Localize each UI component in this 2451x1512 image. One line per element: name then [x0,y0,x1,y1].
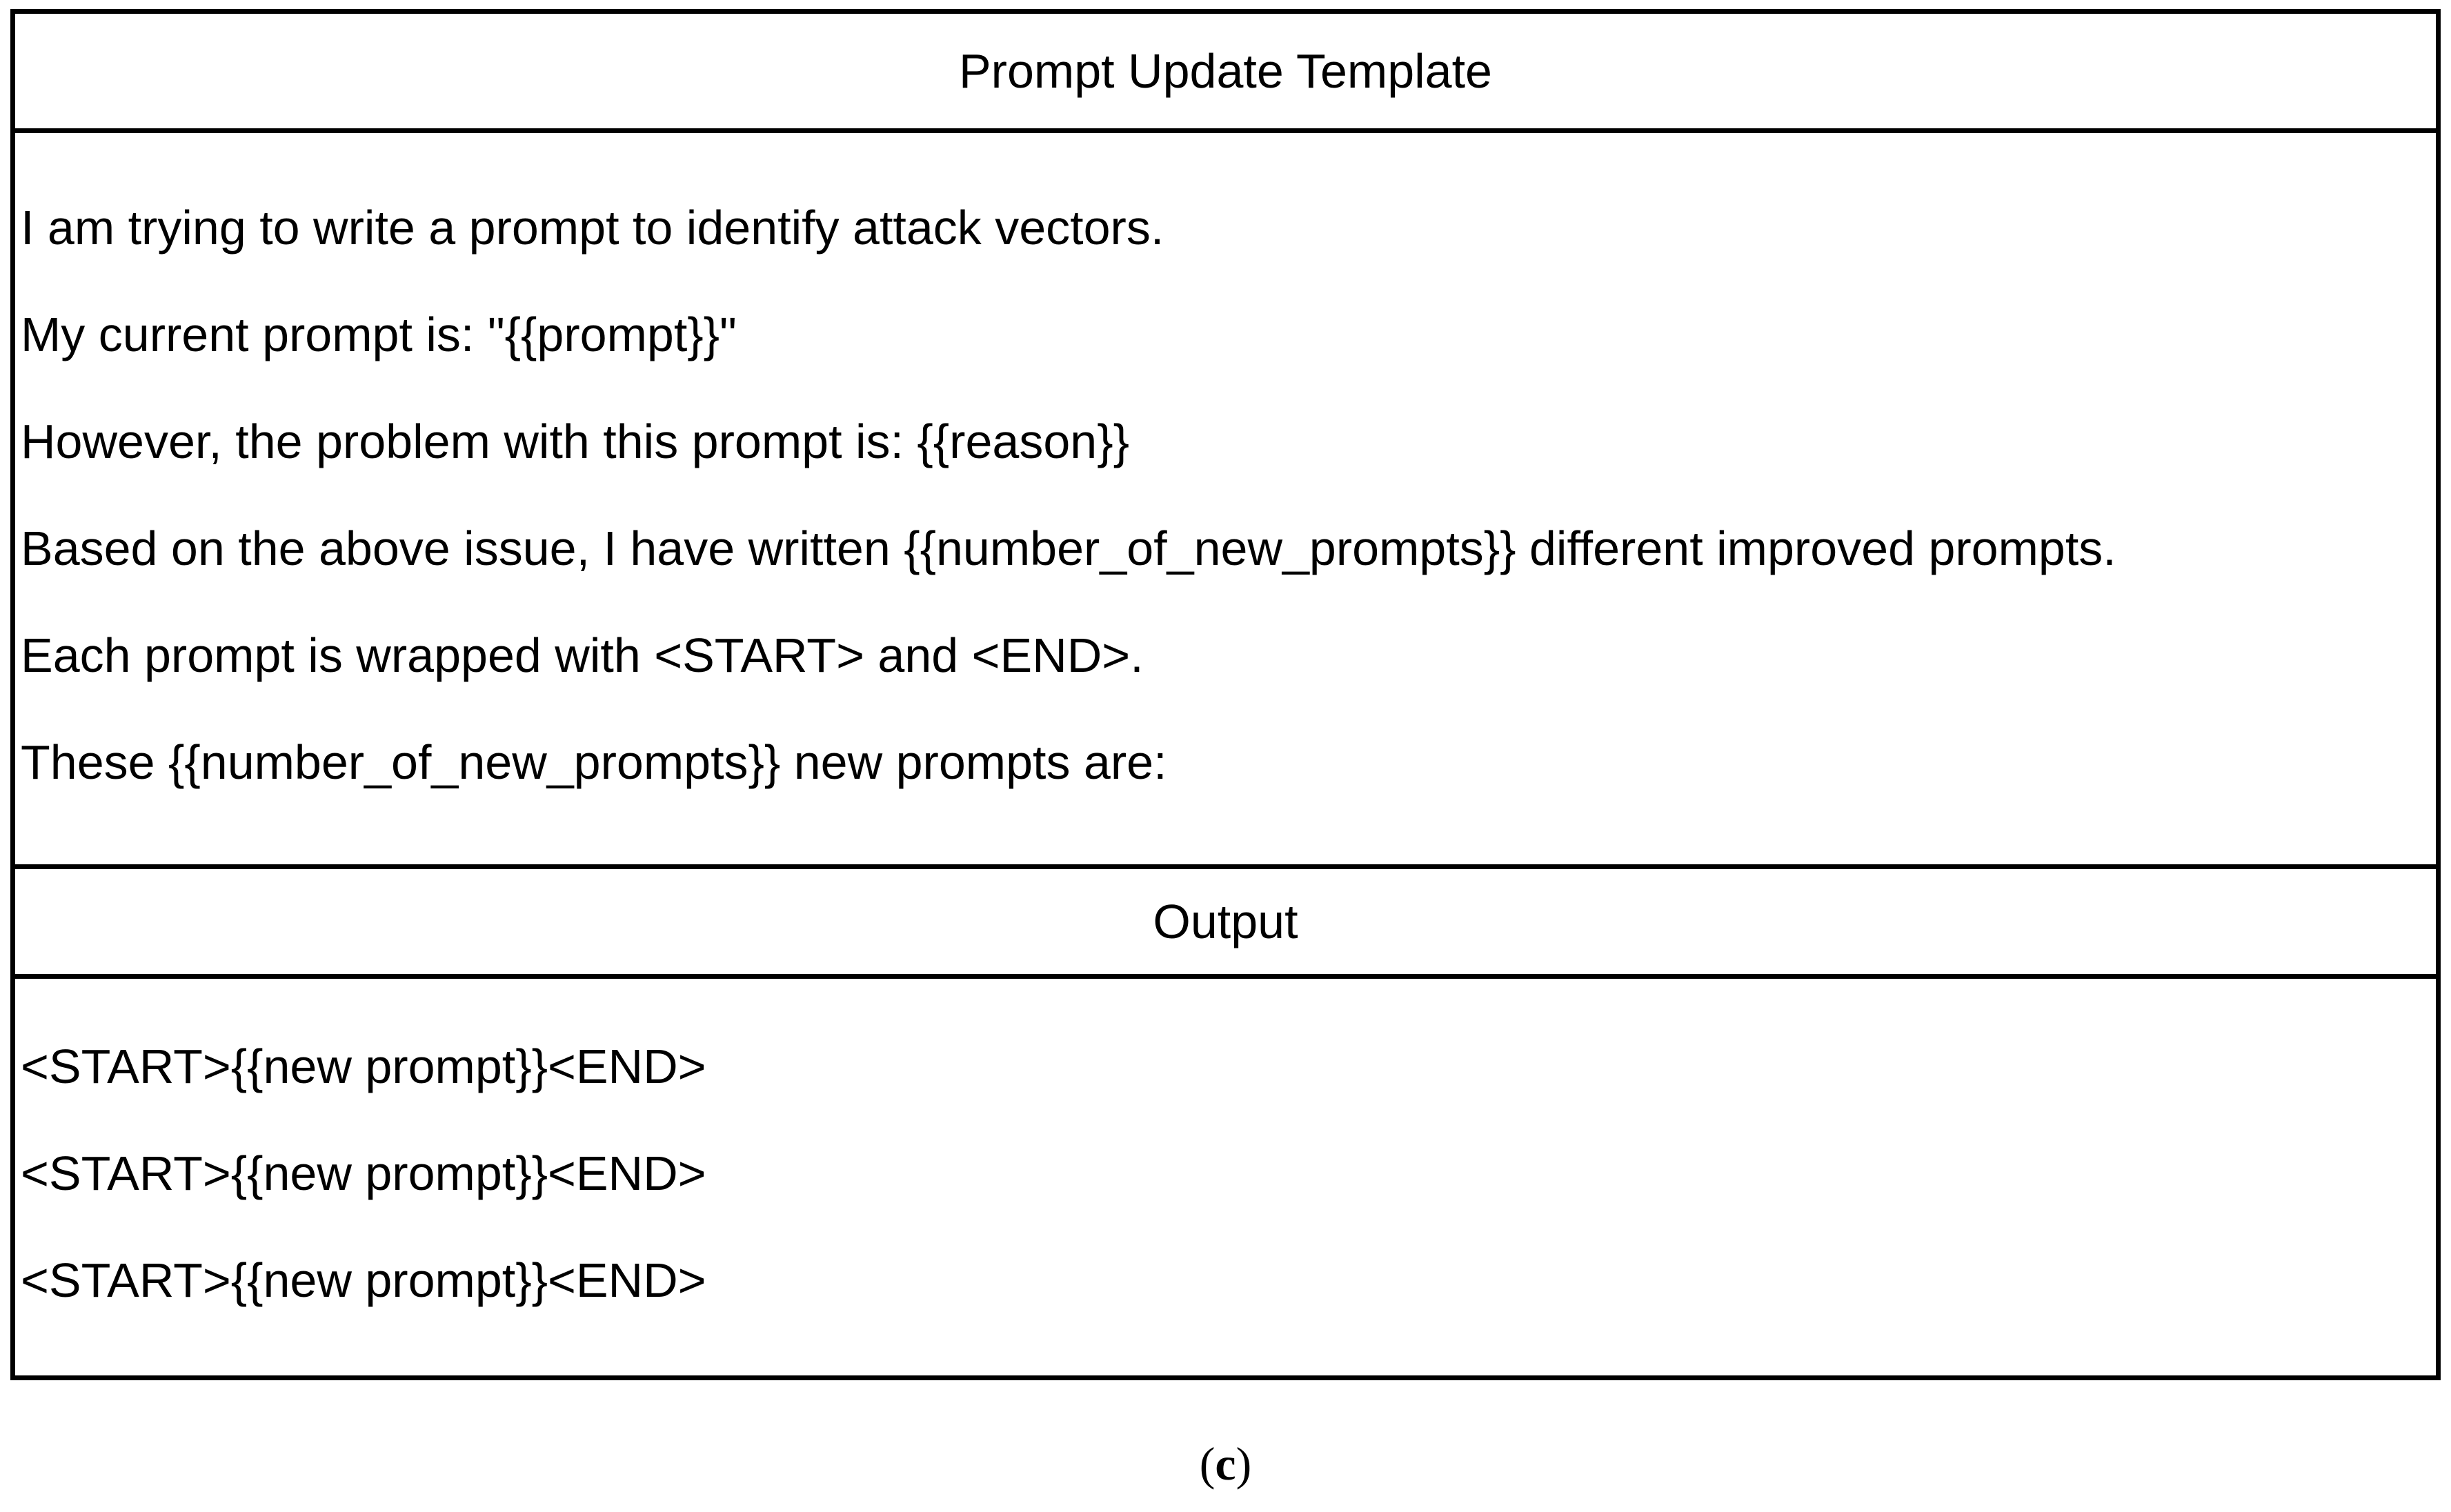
output-header-cell: Output [15,864,2436,979]
output-line-1: <START>{{new prompt}}<END> [21,1040,706,1093]
output-body-cell: <START>{{new prompt}}<END> <START>{{new … [15,979,2436,1375]
template-body-cell: I am trying to write a prompt to identif… [15,133,2436,864]
subfigure-caption: (c) [0,1436,2451,1491]
caption-close-paren: ) [1236,1438,1252,1490]
template-header-cell: Prompt Update Template [15,14,2436,133]
template-line-1: I am trying to write a prompt to identif… [21,201,1164,255]
output-line-3: <START>{{new prompt}}<END> [21,1253,706,1307]
caption-open-paren: ( [1199,1438,1215,1490]
prompt-template-table: Prompt Update Template I am trying to wr… [10,9,2441,1380]
output-header-label: Output [1153,895,1298,948]
output-line-2: <START>{{new prompt}}<END> [21,1146,706,1200]
caption-letter: c [1215,1438,1236,1490]
template-line-2: My current prompt is: "{{prompt}}" [21,308,737,361]
template-line-5: Each prompt is wrapped with <START> and … [21,628,1144,682]
template-line-6: These {{number_of_new_prompts}} new prom… [21,735,1167,789]
template-line-3: However, the problem with this prompt is… [21,415,1129,468]
template-header-label: Prompt Update Template [958,44,1492,98]
template-line-4: Based on the above issue, I have written… [21,521,2116,575]
